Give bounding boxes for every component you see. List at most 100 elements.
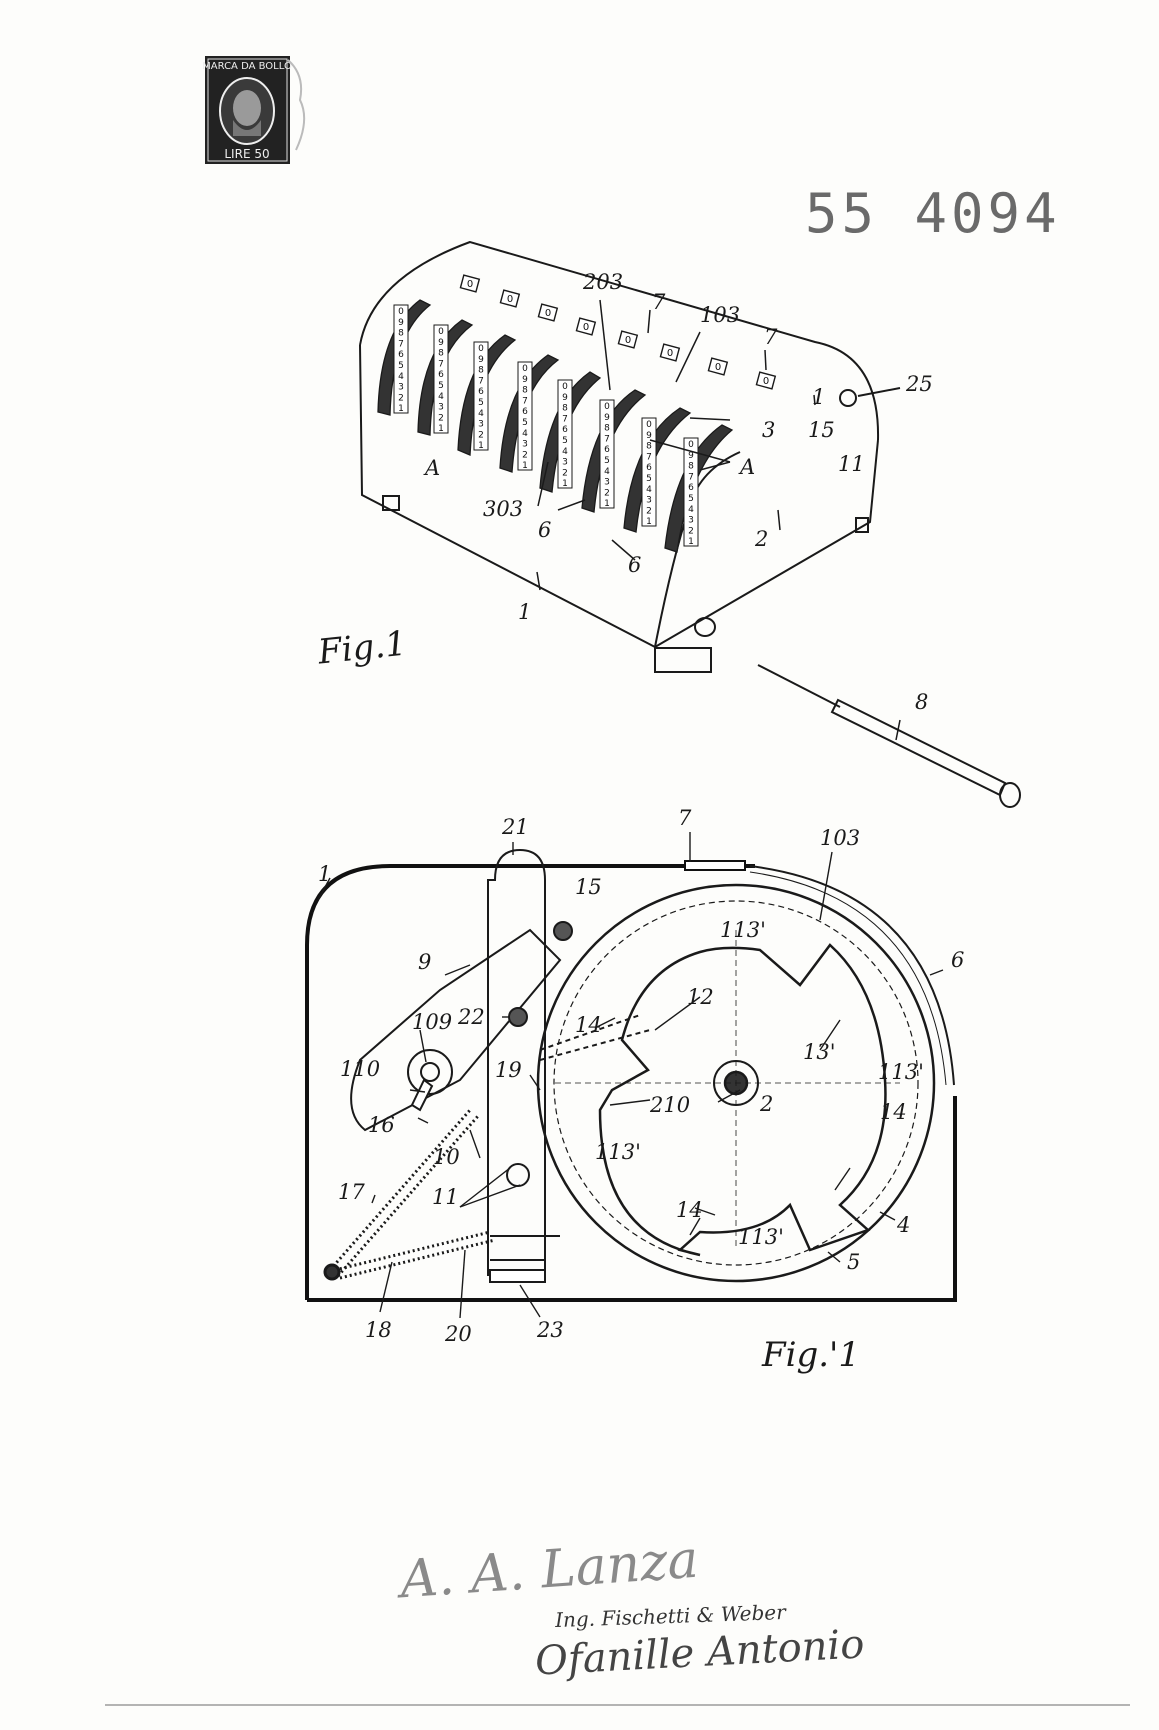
drum-digit: 5: [398, 361, 404, 371]
drum-digit: 8: [398, 329, 404, 339]
ref-1-a: 1: [812, 385, 826, 409]
ref-18: 18: [365, 1318, 392, 1342]
ref-109: 109: [412, 1010, 453, 1034]
ref-3: 3: [762, 418, 776, 442]
drum-digit: 2: [522, 450, 528, 460]
drum-digit: 6: [688, 483, 694, 493]
drum-digit: 8: [438, 349, 444, 359]
window-digit: 0: [545, 308, 551, 319]
drum-digit: 5: [478, 398, 484, 408]
stamp-bottom-text: LIRE 50: [224, 147, 269, 161]
drum-digit: 6: [478, 387, 484, 397]
drum-digit: 3: [688, 516, 694, 526]
ref-11-b: 11: [432, 1185, 459, 1209]
drum-digit: 4: [438, 392, 444, 402]
revenue-stamp: MARCA DA BOLLO LIRE 50: [202, 56, 292, 164]
drum-digit: 1: [646, 517, 652, 527]
drum-digit: 1: [478, 441, 484, 451]
drum-digit: 0: [522, 364, 528, 374]
drum-digit: 4: [646, 485, 652, 495]
ref-2-b: 2: [760, 1092, 774, 1116]
fig1-drum-digit-cells: [393, 304, 699, 547]
drum-digit: 4: [688, 505, 694, 515]
ref-103: 103: [700, 303, 741, 327]
ref-17: 17: [338, 1180, 365, 1204]
ref-6-c: 6: [951, 948, 965, 972]
postmark-mark: [287, 59, 306, 151]
fig2-springs: [323, 1109, 560, 1281]
fig1-top-windows: [459, 274, 777, 390]
drum-digit: 7: [522, 396, 528, 406]
ref-15-b: 15: [575, 875, 602, 899]
drum-digit: 8: [478, 366, 484, 376]
ref-10: 10: [433, 1145, 460, 1169]
drum-digit: 2: [604, 488, 610, 498]
drum-digit: 2: [398, 393, 404, 403]
window-digit: 0: [763, 376, 769, 387]
drum-digit: 1: [688, 537, 694, 547]
fig1-counter-housing: [359, 240, 901, 673]
drum-digit: 9: [604, 413, 610, 423]
drum-digit: 3: [646, 496, 652, 506]
ref-A-1: A: [425, 456, 441, 480]
ref-203: 203: [583, 270, 624, 294]
drum-digit: 8: [562, 404, 568, 414]
ref-2: 2: [755, 527, 769, 551]
drum-digit: 9: [646, 431, 652, 441]
drum-digit: 7: [398, 339, 404, 349]
drum-digit: 0: [688, 440, 694, 450]
drum-digit: 4: [478, 409, 484, 419]
drum-digit: 6: [438, 370, 444, 380]
ref-19: 19: [495, 1058, 522, 1082]
drum-digit: 4: [522, 429, 528, 439]
stamp-top-text: MARCA DA BOLLO: [202, 61, 292, 72]
drum-digit: 9: [688, 451, 694, 461]
ref-303: 303: [483, 497, 524, 521]
window-digit: 0: [583, 322, 589, 333]
drum-digit: 0: [646, 420, 652, 430]
drum-digit: 7: [438, 359, 444, 369]
ref-6-a: 6: [538, 518, 552, 542]
ref-9: 9: [418, 950, 432, 974]
drum-digit: 4: [562, 447, 568, 457]
drum-digit: 1: [522, 461, 528, 471]
drum-digit: 0: [562, 382, 568, 392]
drum-digit: 6: [522, 407, 528, 417]
ref-7-a: 7: [652, 290, 666, 314]
ref-13: 13': [803, 1040, 836, 1064]
ref-14-a: 14: [575, 1013, 602, 1037]
drum-digit: 0: [604, 402, 610, 412]
fig2-leader-lines: [317, 832, 944, 1319]
drum-digit: 6: [604, 445, 610, 455]
drum-digit: 9: [522, 375, 528, 385]
ref-5: 5: [847, 1250, 861, 1274]
drum-digit: 0: [478, 344, 484, 354]
ref-210: 210: [650, 1093, 691, 1117]
fig2-caption: Fig.'1: [762, 1335, 861, 1375]
ref-16: 16: [368, 1113, 395, 1137]
drum-digit: 5: [646, 474, 652, 484]
patent-number: 55 4094: [805, 182, 1061, 245]
window-digit: 0: [507, 294, 513, 305]
ref-8: 8: [915, 690, 929, 714]
ref-23: 23: [537, 1318, 564, 1342]
ref-4: 4: [897, 1213, 911, 1237]
drum-digit: 7: [562, 414, 568, 424]
drum-digit: 2: [438, 413, 444, 423]
drum-digit: 5: [688, 494, 694, 504]
drum-digit: 1: [604, 499, 610, 509]
drum-digit: 8: [522, 386, 528, 396]
drum-digit: 3: [604, 478, 610, 488]
fig2-cam-plate: [555, 930, 900, 1257]
drum-digit: 3: [562, 458, 568, 468]
drum-digit: 0: [438, 327, 444, 337]
drum-digit: 7: [688, 472, 694, 482]
ref-113-a: 113': [720, 918, 766, 942]
ref-20: 20: [445, 1322, 472, 1346]
drum-digit: 5: [604, 456, 610, 466]
drum-digit: 2: [562, 468, 568, 478]
ref-11: 11: [838, 452, 865, 476]
drum-digit: 5: [438, 381, 444, 391]
drum-digit: 2: [688, 526, 694, 536]
